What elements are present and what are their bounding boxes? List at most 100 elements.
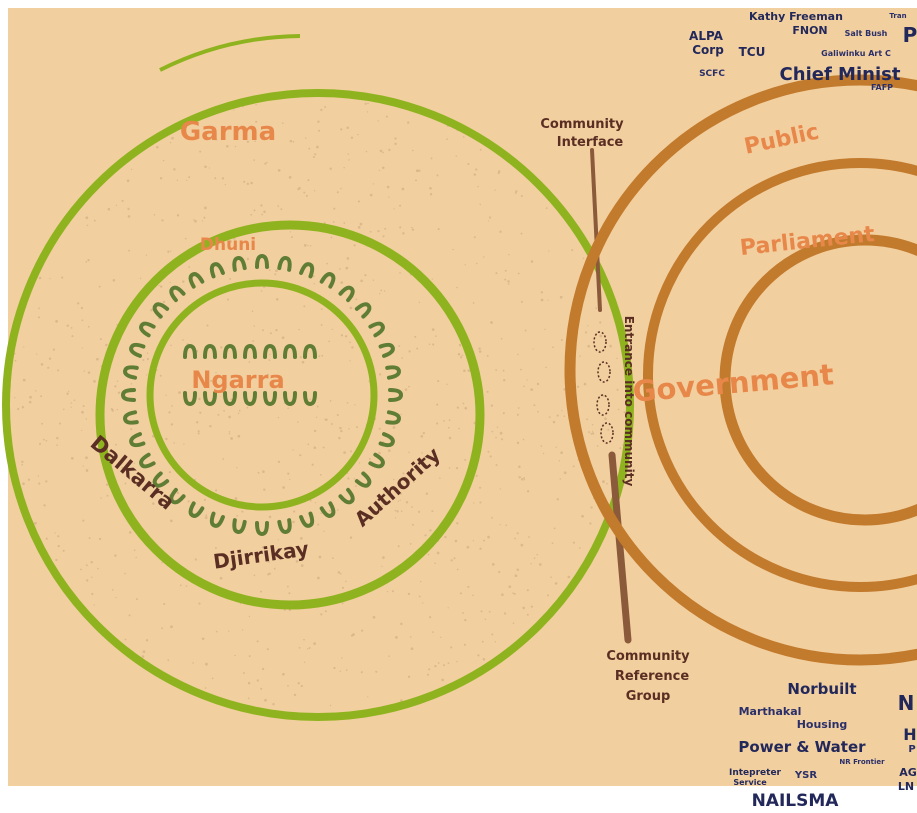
person-mark	[203, 343, 217, 359]
community-interface-label-line2: Interface	[557, 135, 624, 150]
org-chief-minister: Chief Minist	[780, 64, 901, 85]
garma-ring-thick-segment	[159, 34, 301, 72]
person-mark	[303, 391, 317, 407]
person-mark	[139, 321, 156, 338]
person-mark	[303, 343, 317, 359]
person-mark	[263, 343, 277, 359]
person-mark	[255, 521, 269, 537]
person-mark	[319, 501, 336, 518]
org-salt-bush: Salt Bush	[845, 29, 888, 38]
org-p: P	[903, 23, 917, 47]
org-scfc: SCFC	[699, 69, 725, 79]
person-mark	[232, 256, 247, 272]
ngarra-label: Ngarra	[191, 366, 284, 394]
org-alpa: ALPA	[689, 29, 724, 43]
person-mark	[209, 511, 225, 528]
org-p-bottom: P	[908, 744, 915, 755]
footprint	[600, 422, 614, 444]
person-mark	[129, 342, 146, 358]
org-fafp: FAFP	[871, 83, 893, 92]
person-mark	[169, 487, 186, 505]
person-mark	[223, 391, 237, 407]
org-marthakal: Marthakal	[739, 705, 802, 718]
public-ring	[564, 74, 917, 666]
person-mark	[283, 343, 297, 359]
person-mark	[152, 471, 170, 488]
people-marks	[120, 253, 404, 537]
top-organisations: Kathy Freeman FNON Salt Bush Tran P ALPA…	[689, 10, 917, 92]
bottom-organisations: Norbuilt N Marthakal Housing H Power & W…	[729, 680, 917, 811]
person-mark	[299, 511, 315, 528]
person-mark	[203, 391, 217, 407]
org-corp: Corp	[692, 43, 724, 57]
community-interface-divider	[590, 148, 632, 644]
person-mark	[319, 272, 336, 289]
entrance-into-community-text: Entrance into community	[622, 316, 636, 487]
person-mark	[338, 285, 355, 303]
org-nr-frontier: NR Frontier	[839, 758, 885, 766]
person-mark	[277, 518, 292, 534]
person-mark	[388, 388, 404, 402]
dhuni-ring	[95, 220, 485, 610]
person-mark	[263, 391, 277, 407]
org-galiwinku-art: Galiwinku Art C	[821, 49, 891, 58]
community-reference-group-line2: Reference	[615, 669, 689, 684]
person-mark	[123, 365, 139, 380]
org-nailsma: NAILSMA	[752, 791, 840, 811]
person-mark	[368, 321, 385, 338]
person-mark	[243, 343, 257, 359]
org-power-water: Power & Water	[738, 738, 866, 756]
org-tcu: TCU	[739, 45, 766, 59]
government-rings	[564, 74, 917, 666]
person-mark	[338, 487, 355, 505]
interface-stick-upper	[590, 148, 602, 312]
person-mark	[277, 256, 292, 272]
person-mark	[232, 518, 247, 534]
footprint	[593, 331, 607, 353]
org-kathy-freeman: Kathy Freeman	[749, 10, 843, 23]
org-interpreter-service: Service	[733, 778, 767, 787]
interface-stick-lower	[608, 451, 632, 644]
person-mark	[378, 342, 395, 358]
person-mark	[139, 452, 156, 469]
person-mark	[152, 302, 170, 319]
person-mark	[385, 365, 401, 380]
person-mark	[283, 391, 297, 407]
person-mark	[123, 410, 139, 425]
person-mark	[255, 253, 269, 269]
person-mark	[378, 432, 395, 448]
person-mark	[354, 471, 372, 488]
person-mark	[120, 388, 136, 402]
org-ysr: YSR	[794, 770, 817, 781]
government-ring	[719, 234, 917, 526]
org-ln: LN	[898, 780, 914, 793]
person-mark	[129, 432, 146, 448]
parliament-ring	[643, 158, 917, 592]
person-mark	[188, 501, 205, 518]
person-mark	[354, 302, 372, 319]
ngarra-ring	[146, 279, 378, 511]
person-mark	[169, 285, 186, 303]
community-reference-group-line1: Community	[606, 649, 690, 664]
entrance-footprints	[593, 331, 614, 444]
org-tran: Tran	[889, 12, 906, 20]
footprint	[596, 394, 610, 416]
person-mark	[183, 391, 197, 407]
org-interpreter: Intepreter	[729, 768, 782, 778]
org-h: H	[903, 725, 916, 744]
person-mark	[209, 262, 225, 279]
person-mark	[299, 262, 315, 279]
garma-label: Garma	[180, 117, 276, 147]
entrance-into-community-label: Entrance into community	[622, 316, 636, 487]
org-ag: AG	[899, 766, 917, 779]
org-n: N	[898, 691, 915, 715]
org-housing: Housing	[797, 718, 848, 731]
garma-rings	[2, 34, 634, 721]
person-mark	[188, 272, 205, 289]
footprint	[597, 361, 611, 383]
community-reference-group-line3: Group	[626, 689, 671, 704]
person-mark	[243, 391, 257, 407]
org-norbuilt: Norbuilt	[787, 680, 856, 698]
